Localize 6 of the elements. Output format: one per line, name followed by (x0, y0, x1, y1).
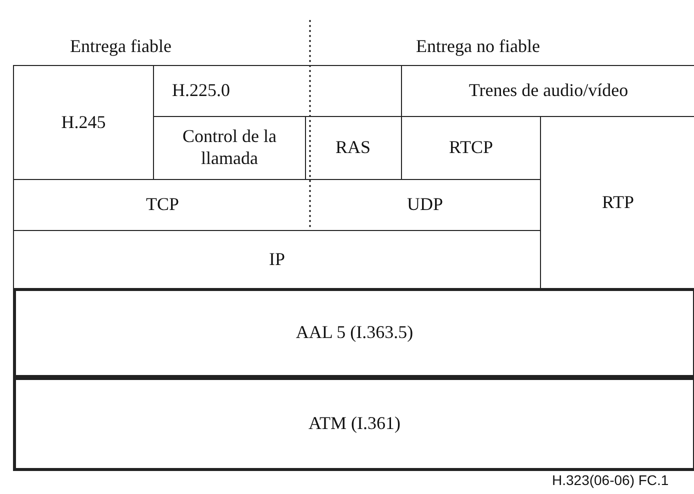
section-heading: Entrega fiable (70, 36, 172, 57)
figure-id: H.323(06-06) FC.1 (552, 472, 669, 488)
protocol-layer-box: AAL 5 (I.363.5) (13, 288, 694, 378)
protocol-layer-box: ATM (I.361) (13, 377, 694, 471)
protocol-layer-box: H.245 (13, 65, 154, 180)
section-heading: Entrega no fiable (416, 36, 540, 57)
